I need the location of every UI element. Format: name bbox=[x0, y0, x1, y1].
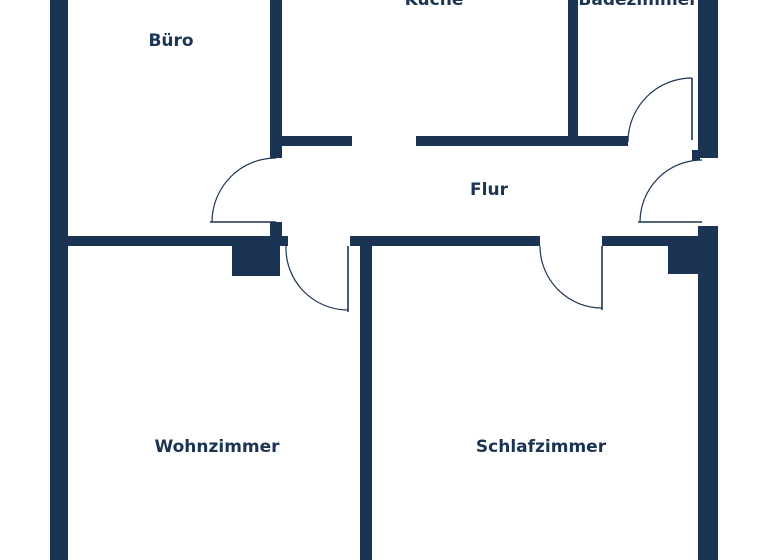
room-label-wohnzimmer: Wohnzimmer bbox=[154, 437, 280, 457]
wall-flur-top-mid bbox=[416, 136, 628, 146]
wall-flur-top-right bbox=[692, 150, 700, 160]
room-label-schlafzimmer: Schlafzimmer bbox=[475, 437, 607, 457]
pillar-right bbox=[668, 236, 700, 274]
wall-wohn-schlaf bbox=[360, 246, 372, 560]
door-schlafzimmer-arc bbox=[539, 245, 603, 309]
room-label-badezimmer: Badezimmer bbox=[578, 0, 698, 10]
wall-buero-kueche bbox=[270, 0, 282, 158]
wall-left-outer bbox=[50, 0, 68, 560]
door-entrance-arc bbox=[639, 159, 703, 223]
pillar-left bbox=[232, 236, 280, 276]
wall-kueche-bad bbox=[568, 0, 578, 142]
wall-flur-bottom-mid bbox=[350, 236, 540, 246]
room-label-buero: Büro bbox=[148, 31, 194, 51]
wall-right-upper bbox=[698, 0, 718, 158]
wall-buero-bottom bbox=[68, 236, 282, 246]
door-bad-arc bbox=[627, 77, 693, 143]
wall-flur-bottom-right bbox=[602, 236, 698, 246]
door-buero-arc bbox=[211, 157, 277, 223]
wall-right-lower bbox=[698, 226, 718, 560]
wall-flur-bottom-left bbox=[282, 236, 288, 246]
door-wohnzimmer-arc bbox=[285, 245, 349, 311]
wall-flur-top-left bbox=[282, 136, 352, 146]
room-label-flur: Flur bbox=[470, 180, 508, 200]
room-label-kueche: Küche bbox=[404, 0, 464, 10]
